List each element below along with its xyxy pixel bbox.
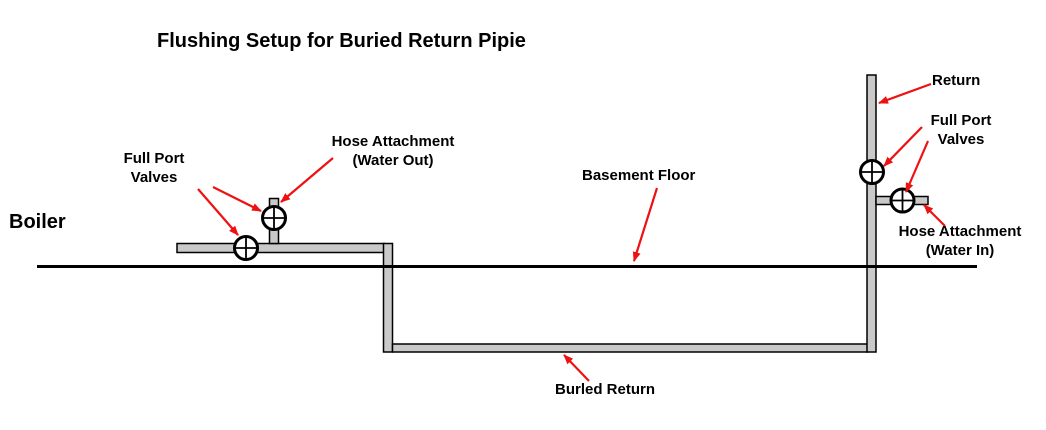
return-label: Return [932,72,981,89]
return-riser-pipe [866,74,877,353]
hose-attachment-water-out-label: Hose Attachment (Water Out) [317,132,469,170]
full-port-valves-right-line2: Valves [937,131,985,148]
hose-in-line2: (Water In) [925,242,995,259]
valves [233,159,916,261]
full-port-valves-left-label: Full Port Valves [108,149,200,187]
valve-icon [261,205,287,231]
buried-return-pipe [391,343,869,353]
full-port-valves-right-line1: Full Port [930,112,992,129]
full-port-valves-right-label: Full Port Valves [916,111,1006,149]
boiler-return-pipe [176,242,386,254]
arrow-fpv-right-to-stub-valve [904,140,930,193]
arrow-hose-out-to-stub [280,157,334,203]
hose-attachment-water-in-label: Hose Attachment (Water In) [883,222,1037,260]
full-port-valves-left-line2: Valves [130,169,178,186]
pipes [176,74,929,353]
arrow-basement-floor [632,187,659,262]
basement-floor-label: Basement Floor [582,167,696,184]
boiler-label: Boiler [9,211,66,233]
hose-in-line1: Hose Attachment [898,223,1022,240]
valve-icon [233,235,259,261]
buried-return-label: Burled Return [555,381,656,398]
valve-icon [859,159,885,185]
left-drop-pipe [382,242,394,353]
arrow-fpv-left-to-lower-valve [197,188,239,236]
annotation-arrows [197,82,946,382]
diagram-title: Flushing Setup for Buried Return Pipie [157,30,526,52]
hose-out-line1: Hose Attachment [331,133,455,150]
arrow-return [878,82,932,105]
full-port-valves-left-line1: Full Port [123,150,185,167]
valve-icon [889,187,916,214]
arrow-buried-return [563,354,590,382]
arrow-hose-in-to-stub [923,204,946,227]
arrow-fpv-right-to-riser-valve [883,126,923,167]
hose-out-line2: (Water Out) [352,152,434,169]
arrow-fpv-left-to-upper-valve [212,186,262,212]
